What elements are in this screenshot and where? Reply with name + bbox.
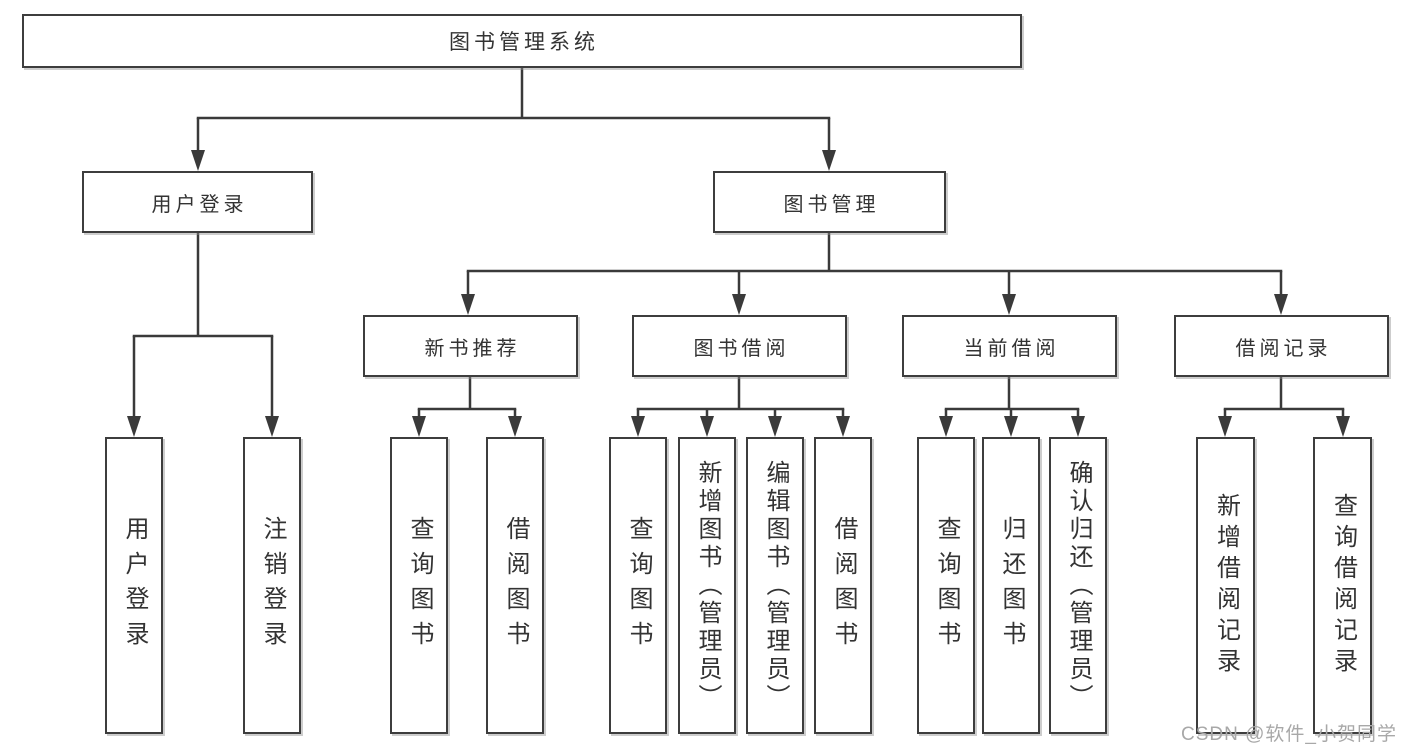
node-current-borrowing: 当前借阅	[902, 315, 1117, 377]
leaf-query-books-borrow: 查询图书	[609, 437, 667, 734]
leaf-edit-books-admin: 编辑图书（管理员）	[746, 437, 804, 734]
leaf-borrow-books: 借阅图书	[814, 437, 872, 734]
node-library-management-system: 图书管理系统	[22, 14, 1022, 68]
node-user-login: 用户登录	[82, 171, 313, 233]
leaf-query-borrow-record: 查询借阅记录	[1313, 437, 1372, 734]
node-book-management: 图书管理	[713, 171, 946, 233]
csdn-watermark: CSDN @软件_小贺同学	[1181, 724, 1397, 745]
node-book-borrowing: 图书借阅	[632, 315, 847, 377]
leaf-query-books-recommend: 查询图书	[390, 437, 448, 734]
leaf-add-borrow-record: 新增借阅记录	[1196, 437, 1255, 734]
leaf-logout: 注销登录	[243, 437, 301, 734]
leaf-confirm-return-admin: 确认归还（管理员）	[1049, 437, 1107, 734]
leaf-query-books-current: 查询图书	[917, 437, 975, 734]
leaf-add-books-admin: 新增图书（管理员）	[678, 437, 736, 734]
leaf-borrow-books-recommend: 借阅图书	[486, 437, 544, 734]
leaf-return-books: 归还图书	[982, 437, 1040, 734]
node-borrowing-records: 借阅记录	[1174, 315, 1389, 377]
leaf-user-login: 用户登录	[105, 437, 163, 734]
node-new-book-recommendation: 新书推荐	[363, 315, 578, 377]
